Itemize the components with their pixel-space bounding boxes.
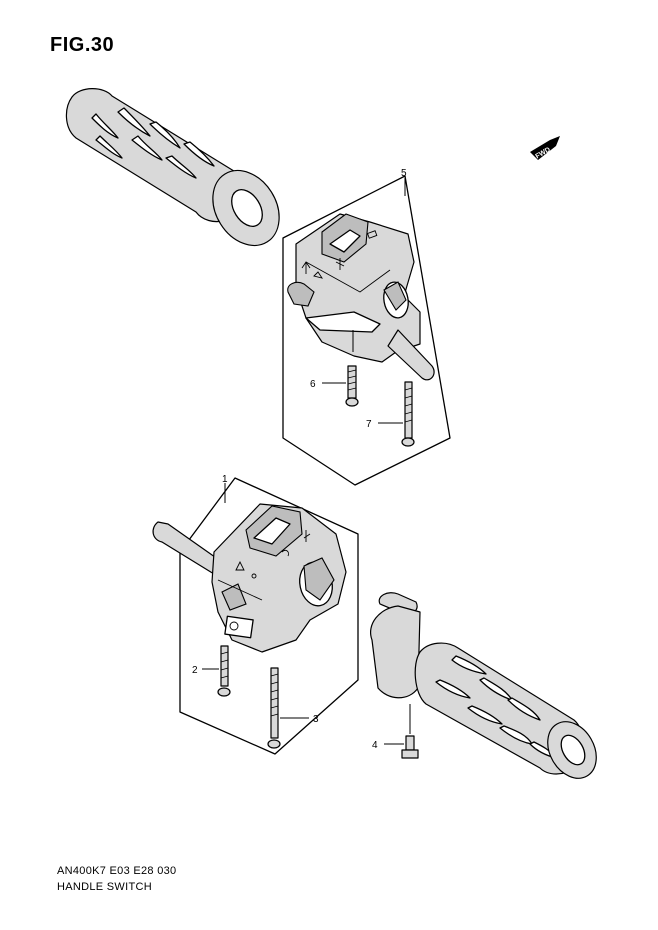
lower-assembly-frame	[179, 477, 359, 755]
screw-3[interactable]	[267, 667, 281, 749]
callout-7: 7	[366, 419, 372, 430]
screw-6[interactable]	[345, 365, 359, 407]
callout-1: 1	[222, 474, 228, 485]
throttle-grip[interactable]	[370, 592, 606, 787]
callout-2: 2	[192, 665, 198, 676]
screw-4[interactable]	[401, 704, 419, 759]
model-code: AN400K7 E03 E28 030	[57, 865, 177, 877]
left-handle-switch[interactable]	[152, 503, 347, 653]
screw-7[interactable]	[401, 381, 415, 447]
screw-2[interactable]	[217, 645, 231, 697]
section-name: HANDLE SWITCH	[57, 881, 152, 893]
callout-5: 5	[401, 168, 407, 179]
right-handle-switch[interactable]	[287, 213, 435, 381]
callout-3: 3	[313, 714, 319, 725]
callout-6: 6	[310, 379, 316, 390]
upper-assembly-frame	[282, 175, 451, 486]
left-handlebar-grip[interactable]	[65, 88, 292, 258]
figure-title: FIG.30	[50, 34, 115, 56]
fwd-direction-badge: FWD	[530, 136, 560, 160]
callout-4: 4	[372, 740, 378, 751]
